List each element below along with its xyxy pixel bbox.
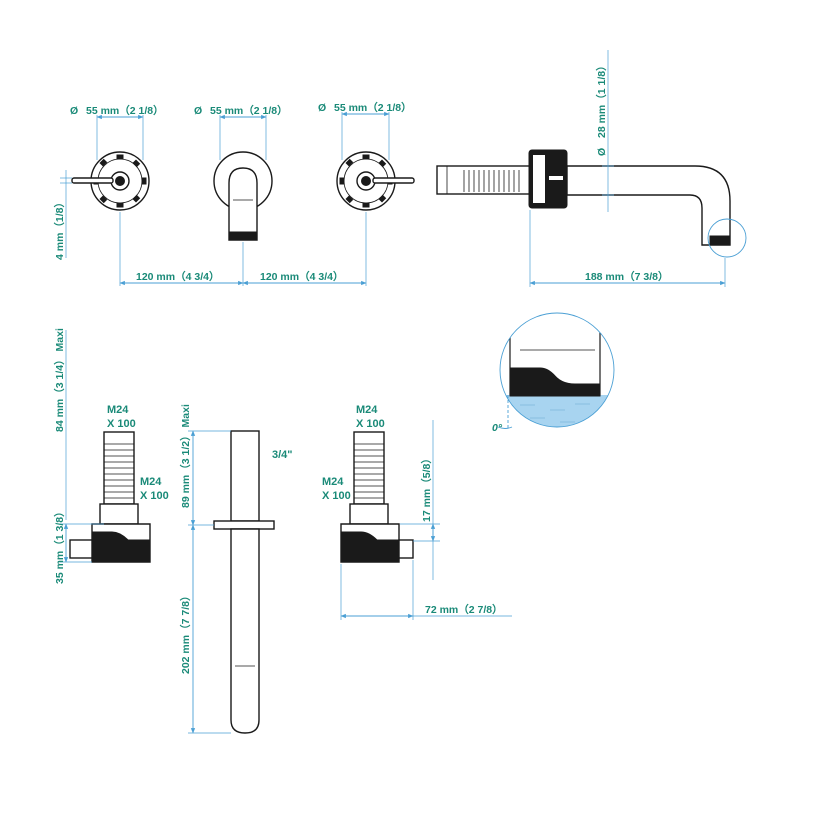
- pipe-length-label: 202 mm（7 7/8）: [179, 591, 192, 674]
- knob-offset-label: 4 mm（1/8）: [53, 197, 66, 260]
- spout-diameter-label: 28 mm（1 1/8）: [595, 60, 608, 138]
- valve-body-label: 35 mm（1 3/8）: [53, 506, 66, 584]
- right-valve-inner-thread-line1: M24: [322, 476, 344, 488]
- aerator-detail-zoom: [497, 312, 615, 429]
- right-handle-front-view: [336, 151, 415, 211]
- aerator-angle-label: 0°: [492, 422, 503, 434]
- spacing-left-label: 120 mm（4 3/4）: [136, 270, 219, 283]
- valve-max-depth-label: 84 mm（3 1/4） Maxi: [53, 328, 66, 432]
- pipe-thread-label: 3/4": [272, 449, 293, 461]
- left-valve-side-view: [69, 431, 151, 563]
- spout-front-view: [213, 151, 273, 241]
- pipe-max-depth-label: 89 mm（3 1/2） Maxi: [179, 404, 192, 508]
- spacing-right-label: 120 mm（4 3/4）: [260, 270, 343, 283]
- spout-pipe-side-view: [213, 430, 275, 734]
- right-valve-side-view: [340, 431, 414, 563]
- right-valve-thread-line1: M24: [356, 404, 378, 416]
- knob-left-diameter-label: 55 mm（2 1/8）: [86, 104, 164, 117]
- spout-side-view: [436, 149, 731, 246]
- left-valve-thread-line1: M24: [107, 404, 129, 416]
- left-valve-thread-line2: X 100: [107, 418, 136, 430]
- right-valve-inner-thread-line2: X 100: [322, 490, 351, 502]
- spout-length-label: 188 mm（7 3/8）: [585, 270, 668, 283]
- spout-plate-diameter-label: 55 mm（2 1/8）: [210, 104, 288, 117]
- left-valve-inner-thread-line1: M24: [140, 476, 162, 488]
- left-handle-front-view: [71, 151, 150, 211]
- right-valve-body-label: 17 mm（5/8）: [420, 453, 433, 522]
- diameter-symbol: Ø: [70, 105, 78, 117]
- diameter-symbol-3: Ø: [318, 102, 326, 114]
- diameter-symbol-2: Ø: [194, 105, 202, 117]
- left-valve-inner-thread-line2: X 100: [140, 490, 169, 502]
- knob-right-diameter-label: 55 mm（2 1/8）: [334, 101, 412, 114]
- right-valve-projection-label: 72 mm（2 7/8）: [425, 603, 503, 616]
- right-valve-thread-line2: X 100: [356, 418, 385, 430]
- diameter-symbol-4: Ø: [596, 148, 608, 156]
